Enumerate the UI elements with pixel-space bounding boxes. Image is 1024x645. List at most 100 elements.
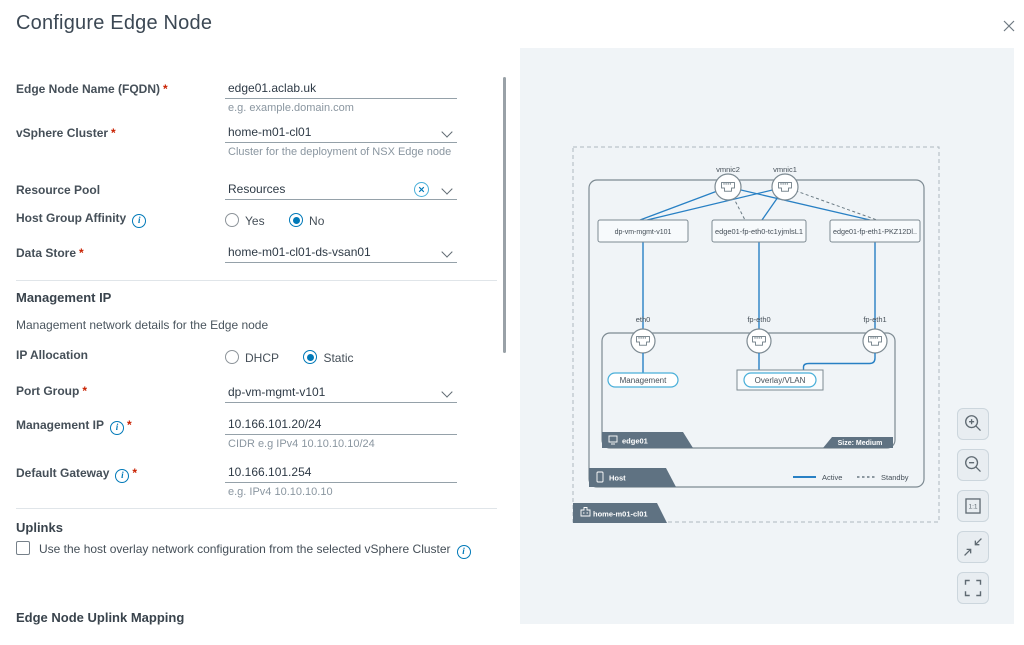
row-vsphere-cluster: vSphere Cluster* home-m01-cl01 Cluster f… [16, 125, 497, 166]
edge-vm-tag: edge01 [602, 432, 693, 448]
edge-vm-box [601, 332, 896, 449]
fit-to-screen-button[interactable] [957, 572, 989, 604]
legend: Active Standby [793, 473, 909, 482]
vsphere-cluster-label: vSphere Cluster [16, 126, 109, 140]
page-title: Configure Edge Node [16, 12, 213, 34]
info-icon[interactable]: i [456, 545, 471, 559]
overlay-config-checkbox-row: Use the host overlay network configurati… [16, 538, 471, 560]
section-divider [16, 508, 497, 509]
required-marker: * [111, 126, 116, 140]
default-gateway-hint: e.g. IPv4 10.10.10.10 [228, 486, 333, 498]
host-tag: Host [589, 468, 676, 487]
edge-node-topology-diagram: vmnic2 vmnic1 dp-vm-mgmt-v101 edge01-fp-… [572, 146, 940, 523]
port-group-mgmt-label: dp-vm-mgmt-v101 [615, 229, 672, 236]
required-marker: * [82, 384, 87, 398]
port-group-eth0-label: edge01-fp-eth0-tc1yjmlsL1 [715, 229, 803, 236]
row-ip-allocation: IP Allocation DHCP Static [16, 348, 497, 388]
portgroup-links [642, 242, 876, 341]
radio-dhcp-label[interactable]: DHCP [245, 351, 280, 365]
fit-to-screen-icon [964, 579, 982, 597]
radio-yes-label[interactable]: Yes [245, 214, 265, 228]
collapse-button[interactable] [957, 531, 989, 563]
form-scrollbar[interactable] [503, 77, 506, 353]
radio-dhcp[interactable] [225, 350, 239, 364]
legend-active-label: Active [822, 473, 842, 482]
row-management-ip: Management IP i* 10.166.101.20/24 CIDR e.… [16, 417, 497, 458]
one-to-one-icon: 1:1 [965, 498, 981, 514]
radio-no[interactable] [289, 213, 304, 227]
uplink-mapping-section-title: Edge Node Uplink Mapping [16, 610, 185, 625]
configure-edge-node-form: Configure Edge Node Edge Node Name (FQDN… [0, 0, 497, 645]
data-store-label: Data Store [16, 246, 77, 260]
default-gateway-input[interactable]: 10.166.101.254 [225, 465, 457, 483]
actual-size-button[interactable]: 1:1 [957, 490, 989, 522]
info-icon[interactable]: i [110, 421, 125, 435]
cluster-tag: home-m01-cl01 [573, 503, 667, 523]
size-tag: Size: Medium [823, 437, 893, 448]
overlay-pill [743, 372, 817, 388]
zoom-out-icon [965, 456, 981, 473]
active-uplink-lines [639, 186, 871, 221]
overlay-config-checkbox-label[interactable]: Use the host overlay network configurati… [39, 542, 451, 556]
edge-node-name-hint: e.g. example.domain.com [228, 102, 354, 114]
vmnic2-nic-icon [714, 173, 742, 201]
resource-pool-label: Resource Pool [16, 183, 101, 197]
overlay-pill-label: Overlay/VLAN [755, 376, 806, 385]
vmnic1-nic-icon [771, 173, 799, 201]
radio-static[interactable] [303, 350, 318, 364]
row-resource-pool: Resource Pool Resources [16, 182, 497, 223]
management-ip-label: Management IP [16, 418, 105, 432]
management-pill-label: Management [620, 376, 667, 385]
close-icon[interactable] [1000, 17, 1018, 35]
required-marker: * [163, 82, 168, 96]
required-marker: * [132, 466, 138, 480]
cluster-boundary [572, 146, 940, 523]
fp-eth1-nic-icon [862, 328, 888, 354]
default-gateway-label: Default Gateway [16, 466, 110, 480]
edge-node-name-input[interactable]: edge01.aclab.uk [225, 81, 457, 99]
row-host-group-affinity: Host Group Affinity i Yes No [16, 211, 497, 251]
port-group-boxes: dp-vm-mgmt-v101 edge01-fp-eth0-tc1yjmlsL… [597, 219, 921, 243]
management-ip-section-subtitle: Management network details for the Edge … [16, 318, 269, 332]
radio-yes[interactable] [225, 213, 239, 227]
row-edge-node-name: Edge Node Name (FQDN)* edge01.aclab.uk e… [16, 81, 497, 122]
host-group-affinity-label: Host Group Affinity [16, 211, 127, 225]
ip-allocation-label: IP Allocation [16, 348, 89, 362]
eth0-label: eth0 [636, 315, 651, 324]
vmnic1-label: vmnic1 [773, 165, 797, 174]
uplinks-section-title: Uplinks [16, 520, 63, 535]
management-ip-section-title: Management IP [16, 290, 112, 305]
radio-no-label[interactable]: No [309, 214, 325, 228]
svg-text:1:1: 1:1 [968, 504, 977, 511]
info-icon[interactable]: i [115, 469, 130, 483]
management-ip-input[interactable]: 10.166.101.20/24 [225, 417, 457, 435]
host-box [588, 179, 925, 488]
size-tag-label: Size: Medium [838, 440, 883, 447]
zoom-out-button[interactable] [957, 449, 989, 481]
legend-standby-label: Standby [881, 473, 909, 482]
radio-static-label[interactable]: Static [323, 351, 354, 365]
overlay-config-checkbox[interactable] [16, 541, 30, 555]
row-data-store: Data Store* home-m01-cl01-ds-vsan01 [16, 245, 497, 286]
row-port-group: Port Group* dp-vm-mgmt-v101 [16, 384, 497, 424]
zoom-in-button[interactable] [957, 408, 989, 440]
vsphere-cluster-hint: Cluster for the deployment of NSX Edge n… [228, 146, 452, 158]
management-pill [607, 372, 679, 388]
vsphere-cluster-select[interactable]: home-m01-cl01 [225, 125, 457, 143]
resource-pool-select[interactable]: Resources [225, 182, 457, 200]
cluster-tag-label: home-m01-cl01 [593, 510, 648, 519]
section-divider [16, 280, 497, 281]
zoom-in-icon [965, 415, 981, 432]
clear-selection-icon[interactable] [414, 182, 429, 197]
row-default-gateway: Default Gateway i* 10.166.101.254 e.g. IP… [16, 465, 497, 506]
required-marker: * [79, 246, 84, 260]
required-marker: * [127, 418, 132, 432]
port-group-eth1-label: edge01-fp-eth1-PKZ12Dl.. [833, 229, 917, 236]
management-ip-hint: CIDR e.g IPv4 10.10.10.10/24 [228, 438, 375, 450]
fp-eth0-nic-icon [746, 328, 772, 354]
eth0-nic-icon [630, 328, 656, 354]
info-icon[interactable]: i [132, 214, 147, 228]
data-store-select[interactable]: home-m01-cl01-ds-vsan01 [225, 245, 457, 263]
vmnic2-label: vmnic2 [716, 165, 740, 174]
port-group-select[interactable]: dp-vm-mgmt-v101 [225, 385, 457, 403]
